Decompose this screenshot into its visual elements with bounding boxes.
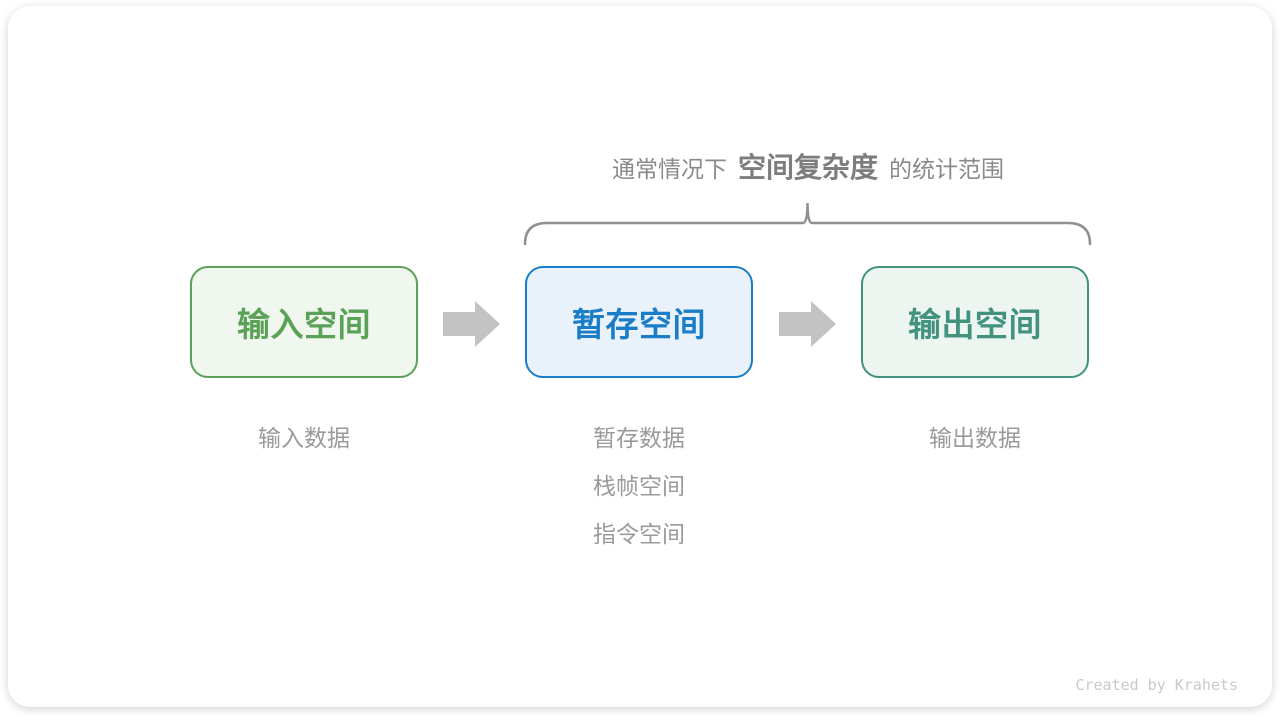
note-input-data: 输入数据 — [258, 425, 350, 451]
arrow-right-icon — [443, 301, 500, 347]
arrow-right-shape — [779, 301, 836, 347]
note-instruction-space: 指令空间 — [593, 521, 685, 547]
scope-curly-brace-icon — [523, 202, 1092, 246]
flow-box-output-space-label: 输出空间 — [908, 306, 1042, 343]
arrow-right-shape — [443, 301, 500, 347]
flow-box-input-space: 输入空间 — [190, 266, 418, 378]
credit-text: Created by Krahets — [1075, 676, 1238, 694]
note-output-space: 输出数据 — [861, 414, 1089, 462]
flow-box-input-space-label: 输入空间 — [237, 306, 371, 343]
note-input-space: 输入数据 — [190, 414, 418, 462]
scope-brace-path — [523, 202, 1092, 246]
annotation-title: 通常情况下 空间复杂度 的统计范围 — [448, 146, 1168, 186]
note-temp-data: 暂存数据 — [593, 425, 685, 451]
note-stack-frame-space: 栈帧空间 — [593, 473, 685, 499]
arrow-right-icon — [779, 301, 836, 347]
note-output-data: 输出数据 — [929, 425, 1021, 451]
flow-box-output-space: 输出空间 — [861, 266, 1089, 378]
annotation-highlight: 空间复杂度 — [737, 152, 878, 183]
flow-box-temp-space-label: 暂存空间 — [572, 306, 706, 343]
annotation-prefix: 通常情况下 — [611, 156, 727, 182]
annotation-suffix: 的统计范围 — [889, 156, 1004, 182]
flow-box-temp-space: 暂存空间 — [525, 266, 753, 378]
note-temp-space: 暂存数据 栈帧空间 指令空间 — [525, 414, 753, 558]
